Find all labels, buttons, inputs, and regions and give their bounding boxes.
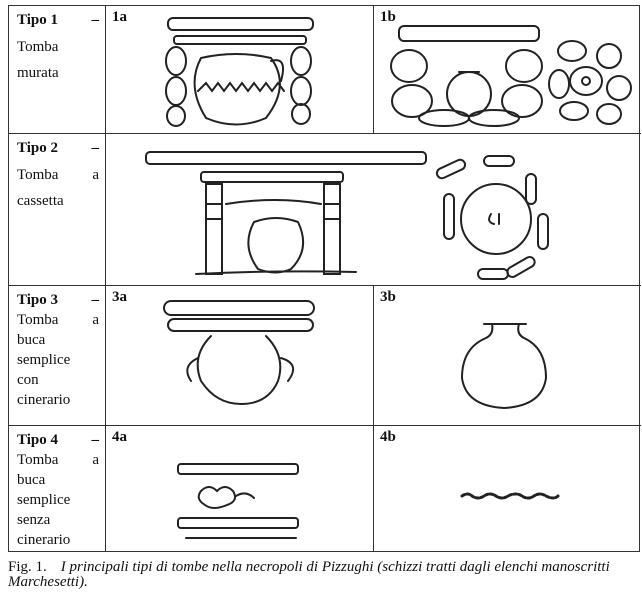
sketch-1b-walled-tomb	[390, 25, 632, 127]
sketch-4b-label: 4b	[380, 429, 396, 445]
dash: –	[91, 292, 100, 308]
desc-line: cassetta	[17, 193, 64, 209]
figure-number: Fig. 1.	[8, 559, 47, 575]
desc-line: murata	[17, 65, 59, 81]
dash: –	[91, 140, 100, 156]
type-3-title: Tipo 3	[17, 292, 58, 308]
sketch-4b-cell: 4b	[374, 426, 641, 551]
sketch-3b-cell: 3b	[374, 286, 641, 426]
desc-line: cinerario	[17, 392, 71, 408]
sketch-4b-scattered-remains	[460, 492, 560, 500]
desc-line: Tomba	[17, 39, 59, 55]
dash: –	[91, 12, 100, 28]
type-2-title: Tipo 2	[17, 140, 58, 156]
dash: –	[91, 432, 100, 448]
desc-line: con	[17, 372, 39, 388]
desc-line: cinerario	[17, 532, 71, 548]
sketch-1b-cell: 1b	[374, 6, 641, 134]
desc-line: semplice	[17, 492, 71, 508]
sketch-3a-cell: 3a	[106, 286, 374, 426]
desc-line: buca	[17, 332, 46, 348]
desc-line: senza	[17, 512, 51, 528]
tomb-types-table: Tipo 1 – Tomba murata 1a 1b	[8, 5, 641, 552]
sketch-3b-label: 3b	[380, 289, 396, 305]
sketch-3a-pit-with-urn	[163, 300, 315, 406]
sketch-1a-walled-tomb	[165, 17, 314, 127]
sketch-3a-label: 3a	[112, 289, 127, 305]
sketch-3b-urn	[460, 323, 548, 410]
sketch-2-cist-tomb	[145, 151, 549, 280]
sketch-4a-cell: 4a	[106, 426, 374, 551]
caption-text: I principali tipi di tombe nella necropo…	[8, 559, 610, 590]
sketch-1a-cell: 1a	[106, 6, 374, 134]
type-1-title: Tipo 1	[17, 12, 58, 28]
desc-line: buca	[17, 472, 46, 488]
sketch-4a-label: 4a	[112, 429, 127, 445]
desc-line: semplice	[17, 352, 71, 368]
figure-caption: Fig. 1.I principali tipi di tombe nella …	[8, 560, 642, 590]
sketch-1a-label: 1a	[112, 9, 127, 25]
type-1-description: Tomba murata	[17, 34, 99, 86]
sketch-1b-label: 1b	[380, 9, 396, 25]
sketch-2-cell	[106, 134, 641, 286]
type-1-label-cell: Tipo 1 – Tomba murata	[9, 6, 106, 134]
sketch-4a-simple-pit	[177, 463, 299, 539]
type-4-title: Tipo 4	[17, 432, 58, 448]
